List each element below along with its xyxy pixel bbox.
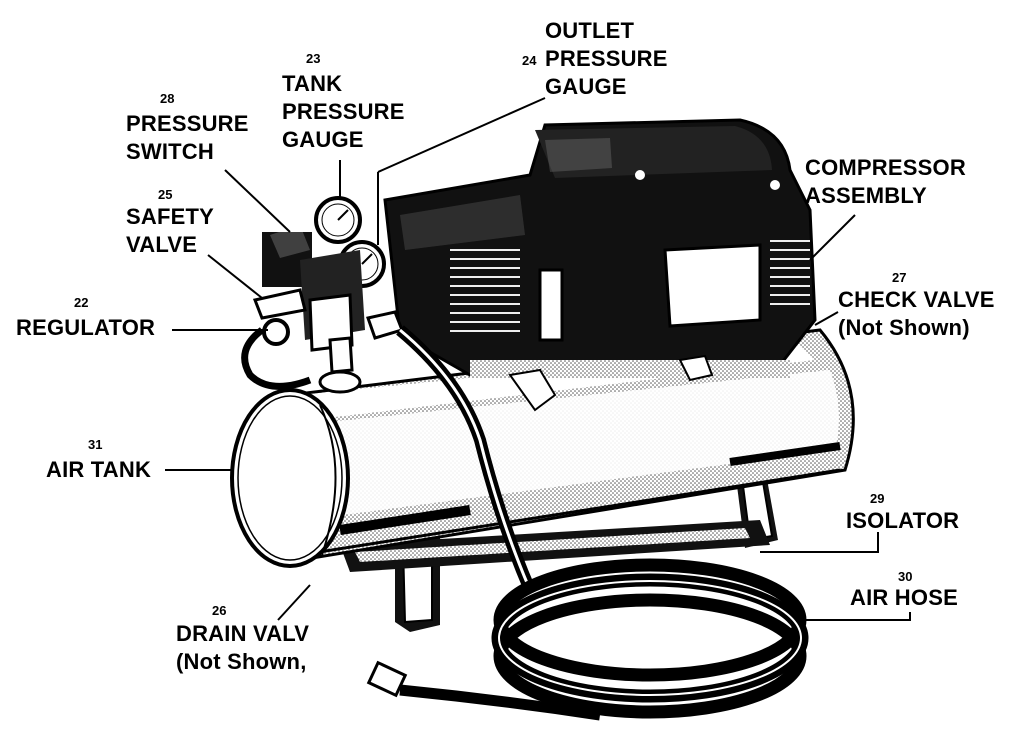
air-tank-number: 31 <box>88 437 103 452</box>
tank-gauge-number: 23 <box>306 51 321 66</box>
safety-valve-number: 25 <box>158 187 173 202</box>
isolator-number: 29 <box>870 491 885 506</box>
drain-valve-label: DRAIN VALV (Not Shown, <box>176 621 310 674</box>
outlet-gauge-label: OUTLET PRESSURE GAUGE <box>545 18 668 99</box>
drain-valve-number: 26 <box>212 603 227 618</box>
pressure-switch-number: 28 <box>160 91 175 106</box>
air-tank-label: AIR TANK <box>46 457 152 482</box>
regulator-label: REGULATOR <box>16 315 156 340</box>
compressor-assembly <box>383 118 817 412</box>
leader-lines <box>165 97 911 621</box>
isolator-feet <box>340 468 778 632</box>
air-hose-number: 30 <box>898 569 913 584</box>
gauge-cluster <box>252 196 404 394</box>
tank-gauge-label: TANK PRESSURE GAUGE <box>282 71 405 152</box>
check-valve-label: CHECK VALVE (Not Shown) <box>838 287 995 340</box>
compressor-assembly-label: COMPRESSOR ASSEMBLY <box>805 155 966 208</box>
regulator-number: 22 <box>74 295 89 310</box>
safety-valve-label: SAFETY VALVE <box>126 204 214 257</box>
check-valve-number: 27 <box>892 270 907 285</box>
air-hose-label: AIR HOSE <box>850 585 958 610</box>
pressure-switch-label: PRESSURE SWITCH <box>126 111 249 164</box>
isolator-label: ISOLATOR <box>846 508 960 533</box>
air-hose <box>241 325 809 721</box>
outlet-gauge-number: 24 <box>522 53 537 68</box>
